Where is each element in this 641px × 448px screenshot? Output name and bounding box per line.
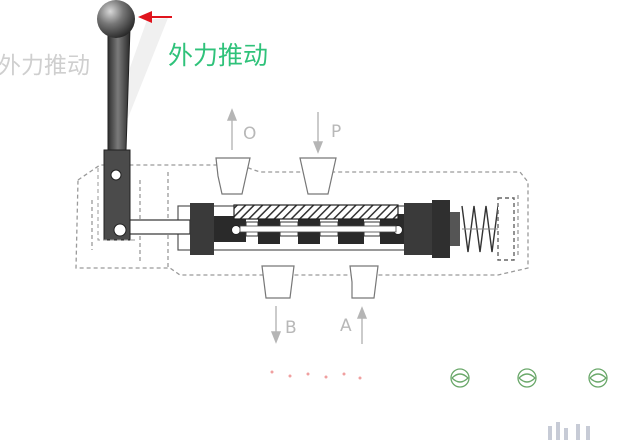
port-bosses <box>215 157 379 299</box>
port-arrow-o <box>226 108 238 150</box>
control-lever <box>97 27 136 241</box>
decorative-residue <box>270 368 608 440</box>
port-arrow-b <box>270 306 282 344</box>
port-arrow-p <box>312 112 324 154</box>
external-force-label: 外力推动 <box>168 41 269 70</box>
port-boss-b <box>261 265 295 299</box>
end-cap <box>432 200 460 258</box>
decorative-icon-1 <box>450 368 470 388</box>
port-boss-p <box>299 157 337 195</box>
decorative-icon-3 <box>588 368 608 388</box>
spool <box>119 204 404 244</box>
port-label-a: A <box>340 316 352 336</box>
port-arrows <box>226 108 368 344</box>
decorative-icon-2 <box>517 368 537 388</box>
lever-knob <box>97 0 135 38</box>
port-arrow-a <box>356 306 368 344</box>
port-label-p: P <box>331 122 342 142</box>
port-label-b: B <box>285 318 297 338</box>
return-spring <box>461 197 515 261</box>
decorative-corner-marks <box>548 422 590 440</box>
force-arrow <box>138 11 172 23</box>
port-label-o: O <box>243 124 257 144</box>
ghost-force-label: 外力推动 <box>0 53 90 79</box>
port-boss-a <box>349 265 379 299</box>
port-boss-o <box>215 157 251 195</box>
